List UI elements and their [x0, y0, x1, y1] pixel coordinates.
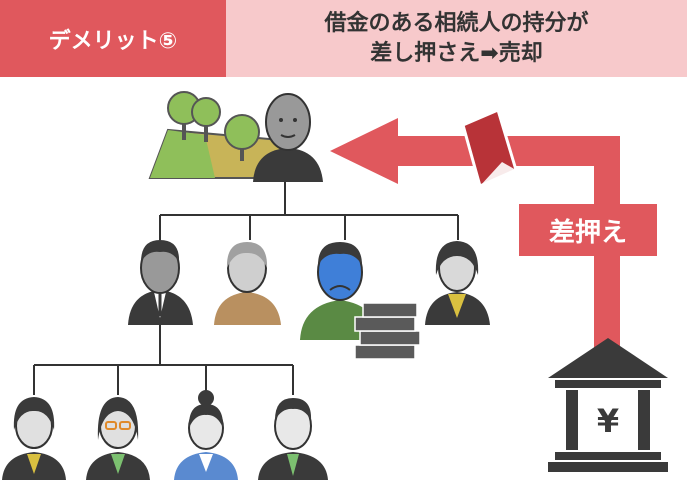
seizure-label: 差押え: [519, 204, 657, 256]
bank-icon: ¥: [548, 338, 668, 472]
heir-woman-icon: [425, 241, 490, 325]
grandchild-glasses-woman-icon: [86, 397, 150, 480]
seizure-document-icon: [461, 107, 518, 189]
grandchild-man-icon: [258, 398, 328, 480]
header-title-line1: 借金のある相続人の持分が: [324, 10, 589, 36]
bank-yen-symbol: ¥: [597, 402, 619, 440]
land-trees-icon: [148, 91, 287, 179]
money-stack-icon: [354, 302, 421, 360]
deceased-person-icon: [253, 93, 323, 182]
heir-elderly-woman-icon: [214, 242, 281, 325]
header-title-line2: 差し押さえ➡売却: [370, 40, 543, 66]
grandchild-bun-woman-icon: [174, 390, 238, 480]
grandchild-woman-icon: [2, 397, 66, 480]
heir-man-icon: [128, 240, 193, 325]
family-tree-lines: [33, 180, 459, 395]
header-badge: デメリット⑤: [0, 0, 226, 77]
header-title: 借金のある相続人の持分が 差し押さえ➡売却: [226, 0, 687, 77]
